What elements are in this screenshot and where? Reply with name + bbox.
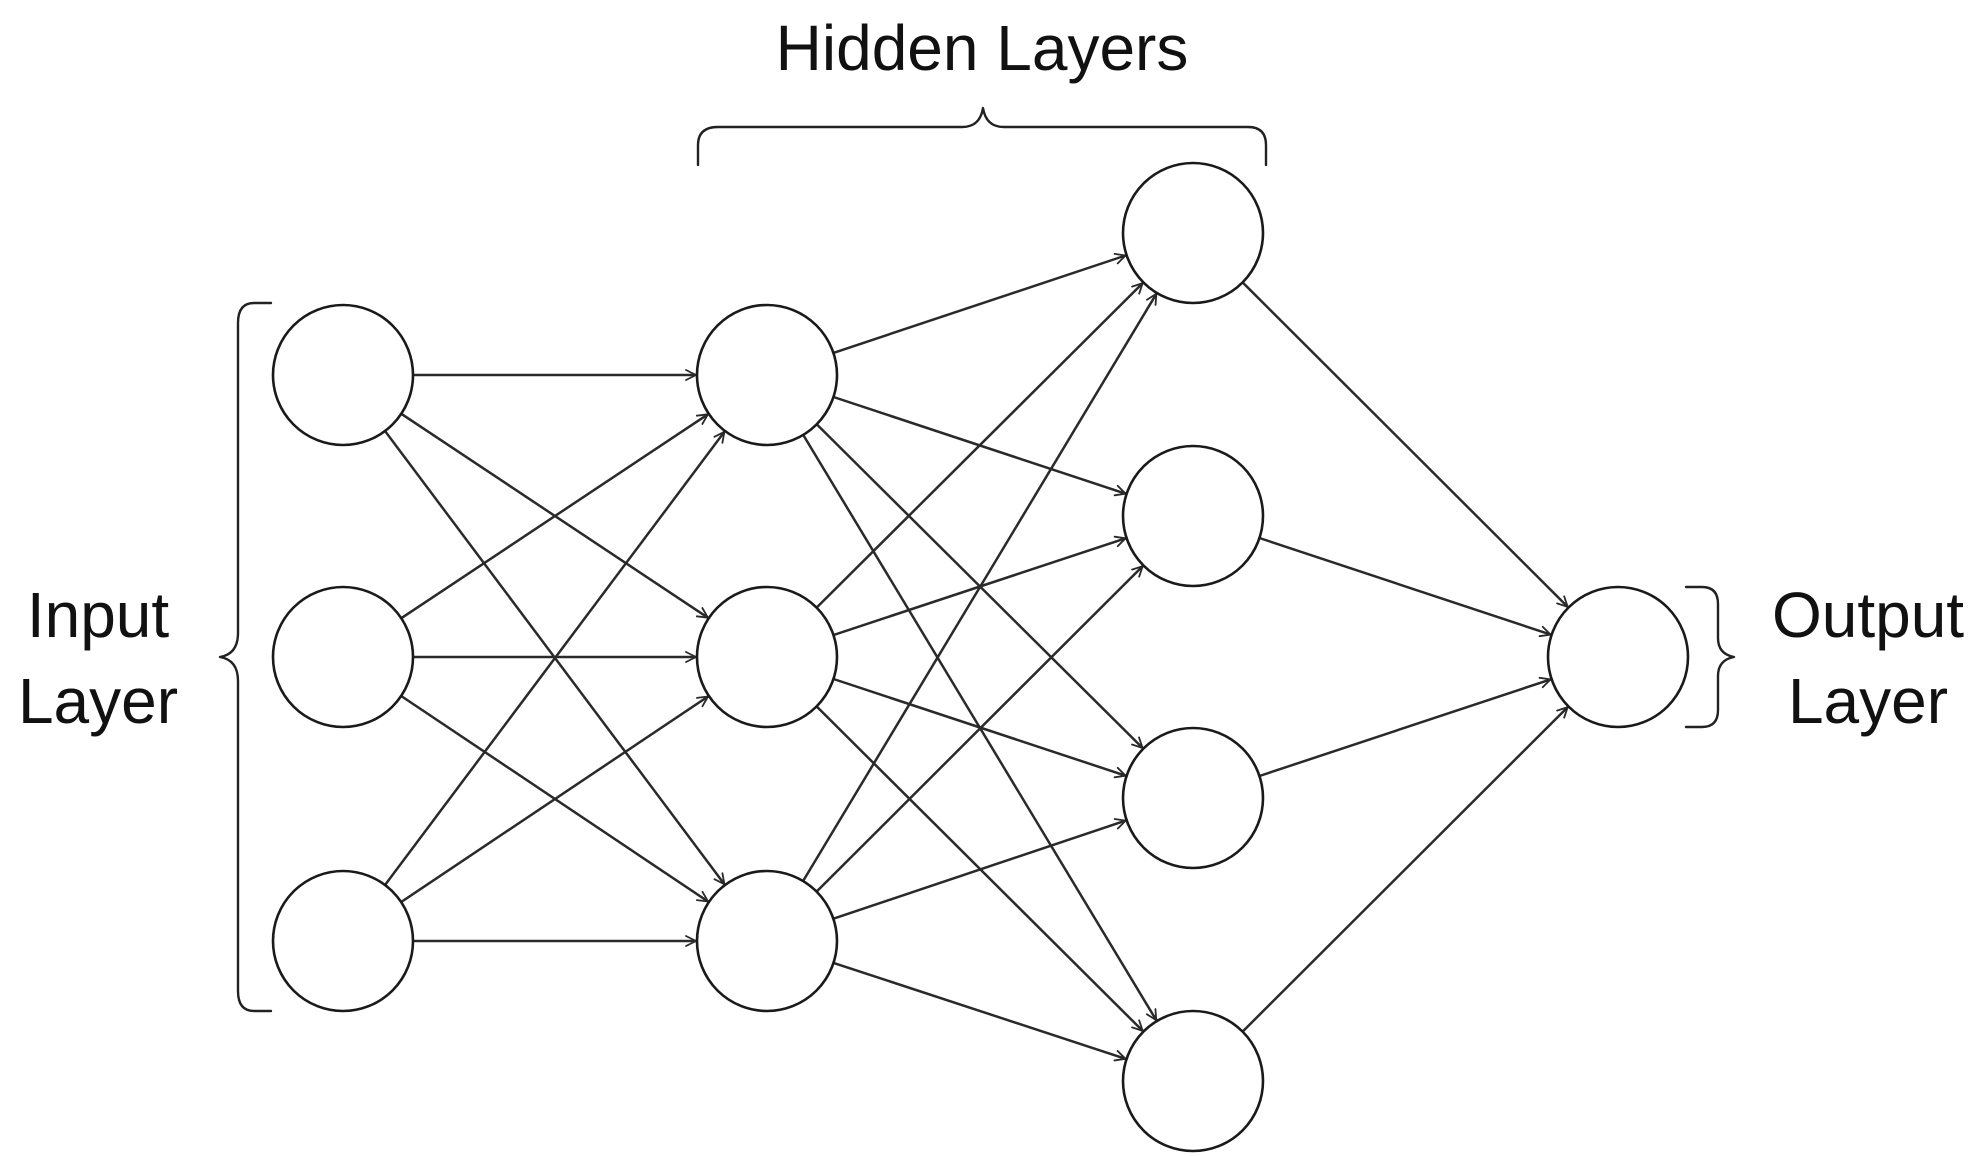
output-node-1	[1546, 585, 1690, 729]
input-node-3	[271, 869, 415, 1013]
hidden1-node-2	[695, 585, 839, 729]
input-layer-label-line2: Layer	[18, 665, 178, 737]
edge-input-2-to-hidden1-1	[400, 413, 709, 620]
hidden-layers-label: Hidden Layers	[776, 12, 1189, 84]
input-layer-label-line1: Input	[27, 579, 170, 651]
input-layer-brace	[218, 301, 273, 1013]
edge-hidden2-4-to-output-1	[1241, 706, 1569, 1033]
output-layer-label-line2: Layer	[1788, 665, 1948, 737]
hidden2-node-3	[1121, 726, 1265, 870]
edge-hidden1-2-to-hidden2-1	[815, 282, 1144, 609]
edge-hidden2-3-to-output-1	[1259, 676, 1552, 778]
input-node-1	[271, 303, 415, 447]
hidden2-node-1	[1121, 161, 1265, 305]
edge-hidden1-3-to-hidden2-1	[802, 292, 1158, 882]
edge-hidden1-1-to-hidden2-1	[833, 253, 1127, 355]
hidden2-node-4	[1121, 1009, 1265, 1153]
edges-group	[383, 253, 1569, 1062]
output-layer-label-line1: Output	[1772, 579, 1964, 651]
edge-input-3-to-hidden1-2	[400, 695, 709, 904]
edge-hidden2-2-to-output-1	[1259, 536, 1552, 638]
edge-hidden1-3-to-hidden2-2	[815, 565, 1144, 893]
edge-hidden1-3-to-hidden2-4	[833, 961, 1127, 1062]
hidden1-node-3	[695, 869, 839, 1013]
output-layer-brace	[1684, 585, 1736, 729]
hidden2-node-2	[1121, 444, 1265, 588]
input-node-2	[271, 585, 415, 729]
nodes-group	[271, 161, 1690, 1153]
edge-input-3-to-hidden1-1	[383, 430, 726, 886]
hidden1-node-1	[695, 303, 839, 447]
edge-hidden2-1-to-output-1	[1241, 281, 1569, 608]
hidden-layers-brace	[696, 106, 1268, 167]
edge-hidden1-3-to-hidden2-3	[833, 818, 1127, 920]
